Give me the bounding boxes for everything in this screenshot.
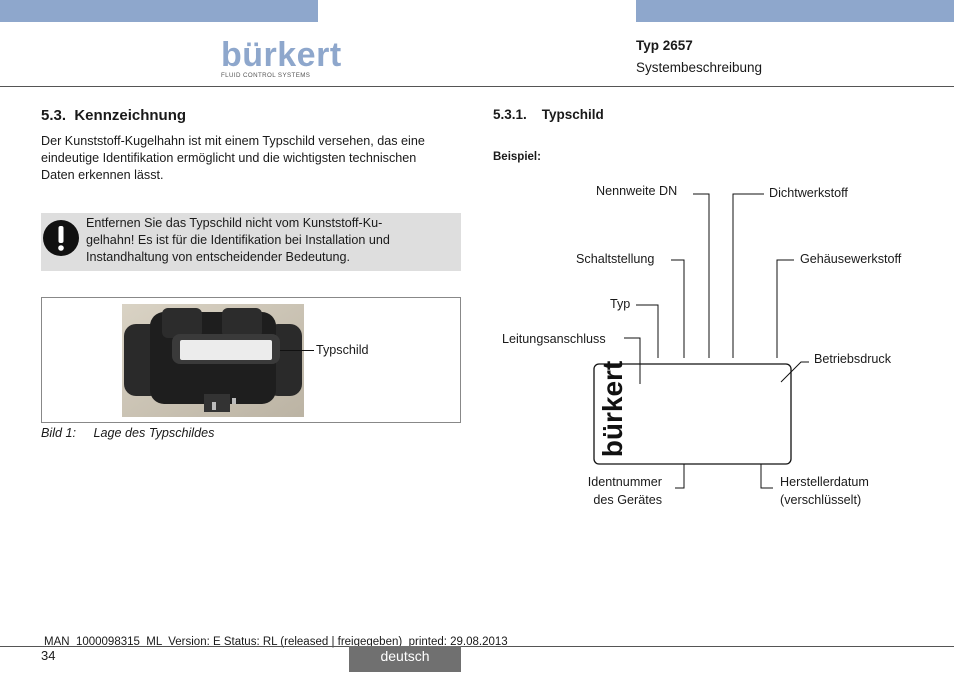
logo-wordmark: bürkert [221,36,342,74]
footer-divider [0,646,954,647]
warning-text: Entfernen Sie das Typschild nicht vom Ku… [86,215,390,266]
type-plate [593,363,792,465]
label-leitungsanschluss: Leitungsanschluss [502,332,606,346]
figure-caption: Bild 1: Lage des Typschildes [41,426,214,440]
label-typ: Typ [610,297,631,311]
typschild-leader [280,350,314,351]
label-gehaeusewerkstoff: Gehäusewerkstoff [800,252,902,266]
language-label: deutsch [380,648,430,664]
warning-line-2: gelhahn! Es ist für die Identifikation b… [86,233,390,247]
footer-doc-info: MAN 1000098315 ML Version: E Status: RL … [44,636,508,648]
logo-subtitle: FLUID CONTROL SYSTEMS [221,72,311,79]
warning-line-1: Entfernen Sie das Typschild nicht vom Ku… [86,216,383,230]
intro-text: Der Kunststoff-Kugelhahn ist mit einem T… [41,133,466,184]
section-title: 5.3. Kennzeichnung [41,107,187,124]
header-bar-left [0,0,318,22]
label-schaltstellung: Schaltstellung [576,252,655,266]
label-nennweite: Nennweite DN [596,184,678,198]
warning-icon [43,220,79,256]
label-identnummer: Identnummer des Gerätes [570,473,662,509]
doc-subtitle: Systembeschreibung [636,60,763,75]
plate-logo: bürkert [597,360,628,458]
label-dichtwerkstoff: Dichtwerkstoff [769,186,848,200]
example-label: Beispiel: [493,151,541,163]
intro-line-2: eindeutige Identifikation ermöglicht und… [41,151,417,165]
page-number: 34 [41,648,56,663]
header-bar-right [636,0,954,22]
figure-frame [41,297,461,423]
herstellerdatum-line-2: (verschlüsselt) [780,493,862,507]
warning-box: Entfernen Sie das Typschild nicht vom Ku… [41,213,461,271]
label-betriebsdruck: Betriebsdruck [814,352,891,366]
herstellerdatum-line-1: Herstellerdatum [780,475,869,489]
intro-line-1: Der Kunststoff-Kugelhahn ist mit einem T… [41,134,425,148]
language-tab: deutsch [349,646,461,672]
warning-line-3: Instandhaltung von entscheidender Bedeut… [86,250,350,264]
brand-logo: bürkert FLUID CONTROL SYSTEMS [221,36,342,79]
subsection-title: 5.3.1. Typschild [493,107,604,122]
caption-number: Bild 1: [41,426,77,440]
identnummer-line-1: Identnummer [587,475,662,489]
valve-photo [122,304,304,417]
caption-text: Lage des Typschildes [93,426,215,440]
intro-line-3: Daten erkennen lässt. [41,168,164,182]
typschild-label: Typschild [316,343,369,357]
identnummer-line-2: des Gerätes [593,493,662,507]
header-divider [0,86,954,87]
type-plate-diagram [593,193,809,489]
doc-type: Typ 2657 [636,38,693,53]
label-herstellerdatum: Herstellerdatum (verschlüsselt) [780,473,869,509]
